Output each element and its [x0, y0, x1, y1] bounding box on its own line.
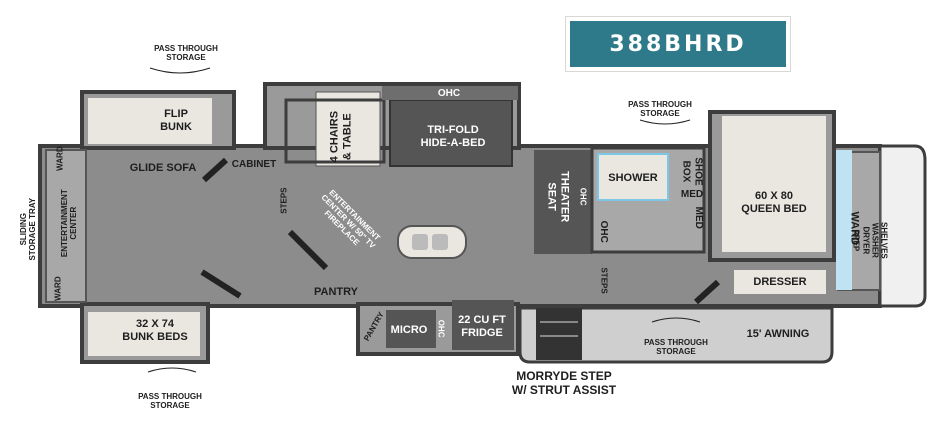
bunk-bed [88, 312, 200, 356]
micro-box [386, 310, 436, 348]
queen-bed-label: 60 X 80 QUEEN BED [741, 190, 807, 215]
pass-through-bottom-mid: PASS THROUGH STORAGE [644, 338, 708, 357]
ohc-theater-label: OHC [578, 187, 588, 206]
fridge [452, 300, 514, 350]
entertainment-left-label: ENTERTAINMENT CENTER [59, 189, 78, 258]
ohc-bath-label: OHC [597, 220, 609, 243]
pass-through-top-right: PASS THROUGH STORAGE [628, 100, 692, 119]
shelves-washer-label: SHELVES WASHER DRYER PREP [851, 222, 889, 259]
morryde-step [536, 308, 582, 360]
hide-a-bed [389, 99, 513, 167]
queen-bed [722, 116, 826, 252]
dinette-chairs [284, 98, 386, 164]
chairs-table-label: 4 CHAIRS & TABLE [328, 110, 353, 163]
glide-sofa-label: GLIDE SOFA [129, 162, 197, 174]
steps-left-label: STEPS [279, 187, 289, 214]
ward-left-bottom-label: WARD [53, 276, 63, 301]
left-ward [45, 149, 87, 303]
model-name: 388BHRD [570, 21, 786, 67]
shoe-box-label: SHOE BOX [681, 157, 704, 186]
ohc-top-label: OHC [437, 88, 461, 99]
front-cap [878, 144, 927, 308]
model-badge: 388BHRD [565, 16, 791, 72]
theater-seat-label: THEATER SEAT [546, 171, 571, 223]
sliding-tray-label: SLIDING STORAGE TRAY [18, 197, 37, 261]
fridge-label: 22 CU FT FRIDGE [458, 314, 506, 339]
shower-label: SHOWER [608, 172, 658, 184]
flip-bunk-label: FLIP BUNK [160, 108, 192, 133]
awning [518, 306, 834, 364]
theater-seat [534, 150, 592, 254]
morryde-label: MORRYDE STEP W/ STRUT ASSIST [511, 369, 617, 397]
pass-through-bottom-left: PASS THROUGH STORAGE [138, 392, 202, 411]
med2-label: MED [692, 206, 704, 229]
micro-label: MICRO [390, 324, 428, 336]
flip-bunk-bed [88, 98, 212, 144]
cabinet-label: CABINET [231, 159, 277, 170]
steps-right-label: STEPS [599, 267, 609, 294]
awning-label: 15' AWNING [746, 328, 810, 340]
shower [597, 153, 669, 201]
ohc-micro-label: OHC [436, 319, 446, 338]
ohc-top-strip [382, 86, 518, 100]
dresser-label: DRESSER [753, 276, 807, 288]
ward-left-top-label: WARD [55, 146, 65, 171]
pass-through-top-left: PASS THROUGH STORAGE [154, 44, 218, 63]
pantry-main-label: PANTRY [314, 286, 358, 298]
dresser [734, 270, 826, 294]
bunk-beds-label: 32 X 74 BUNK BEDS [122, 318, 188, 343]
tri-fold-label: TRI-FOLD HIDE-A-BED [420, 124, 486, 149]
med-label: MED [680, 189, 704, 200]
dinette-table [315, 91, 381, 167]
ward-right [836, 150, 852, 290]
